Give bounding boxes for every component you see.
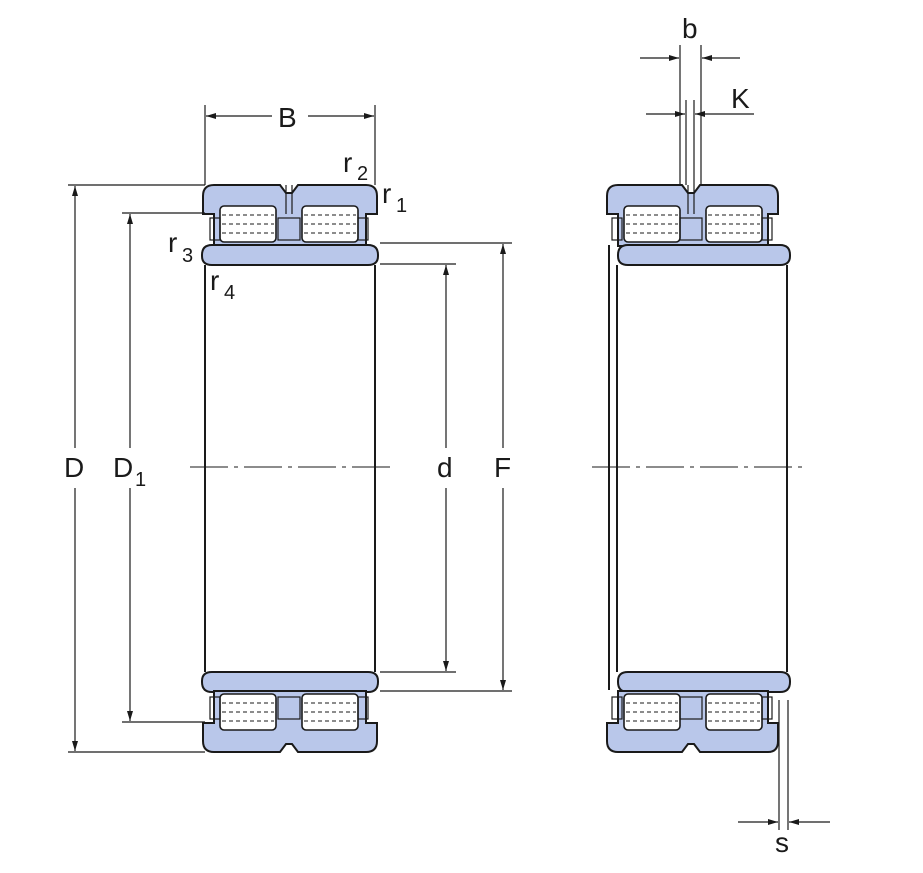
right-top-roller-1 [623,205,681,243]
label-D1-sub: 1 [135,469,146,491]
label-d: d [437,452,453,483]
left-bottom-inner-ring [201,671,379,693]
right-top-inner-ring [617,244,791,266]
right-view: b K s [592,13,830,858]
left-top-roller-2 [301,205,359,243]
left-bottom-roller-2 [301,693,359,731]
label-r1: r [382,178,391,209]
right-bottom-inner-ring [617,671,791,693]
label-K: K [731,83,750,114]
label-r2: r [343,147,352,178]
label-b: b [682,13,698,44]
left-view: B r 2 r 1 r 3 r 4 D D 1 d F [64,102,512,753]
right-bottom-roller-1 [623,693,681,731]
label-r2-sub: 2 [357,163,368,185]
label-r4-sub: 4 [224,282,235,304]
right-top-roller-2 [705,205,763,243]
label-r3: r [168,227,177,258]
label-r3-sub: 3 [182,245,193,267]
label-r4: r [210,265,219,296]
label-D1: D [113,452,133,483]
label-s: s [775,827,789,858]
label-D: D [64,452,84,483]
left-top-roller-1 [219,205,277,243]
label-r1-sub: 1 [396,195,407,217]
left-bottom-roller-1 [219,693,277,731]
right-bottom-roller-2 [705,693,763,731]
label-B: B [278,102,297,133]
label-F: F [494,452,511,483]
left-top-inner-ring [201,244,379,266]
